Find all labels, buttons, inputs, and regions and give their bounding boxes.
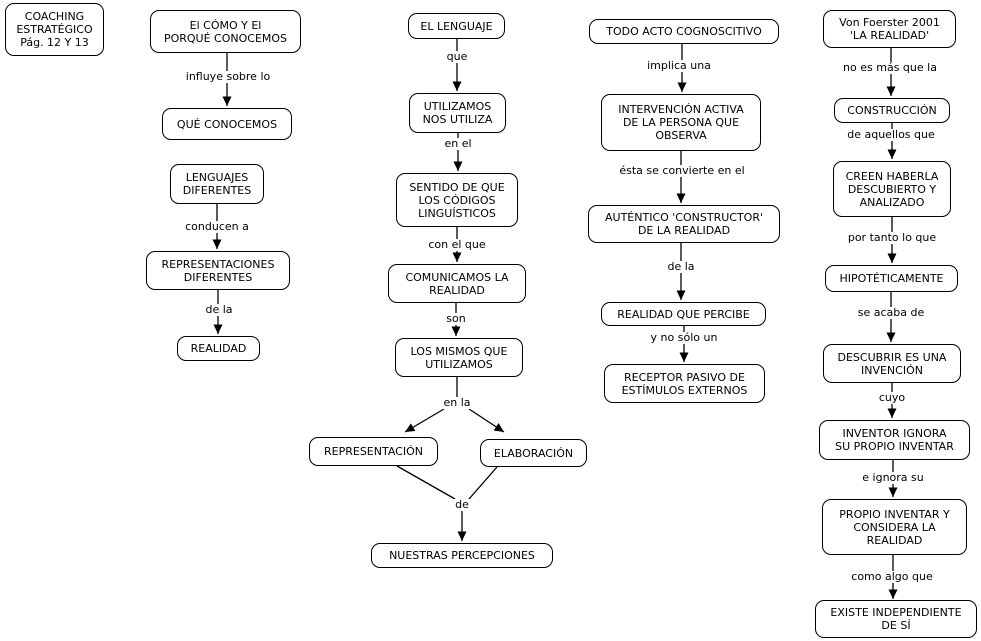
edge-label-influye-sobre-lo[interactable]: influye sobre lo <box>182 71 274 83</box>
node-nuestras-percepciones[interactable]: NUESTRAS PERCEPCIONES <box>371 543 553 568</box>
node-elaboracion[interactable]: ELABORACIÓN <box>480 439 587 467</box>
edge-label-que[interactable]: que <box>443 51 471 63</box>
node-coaching-estrategico[interactable]: COACHING ESTRATÉGICO Pág. 12 Y 13 <box>5 3 104 56</box>
edge-label-en-el[interactable]: en el <box>441 138 475 150</box>
node-representacion[interactable]: REPRESENTACIÓN <box>309 437 438 466</box>
node-sentido-codigos-linguisticos[interactable]: SENTIDO DE QUE LOS CÓDIGOS LINGUÍSTICOS <box>396 173 518 227</box>
edge-label-de[interactable]: de <box>452 499 472 511</box>
node-creen-haberla[interactable]: CREEN HABERLA DESCUBIERTO Y ANALIZADO <box>833 161 951 217</box>
edge-de-left-stub <box>396 465 456 500</box>
node-los-mismos-que-utilizamos[interactable]: LOS MISMOS QUE UTILIZAMOS <box>395 338 523 377</box>
node-utilizamos-nos-utiliza[interactable]: UTILIZAMOS NOS UTILIZA <box>409 93 506 133</box>
node-propio-inventar[interactable]: PROPIO INVENTAR Y CONSIDERA LA REALIDAD <box>822 499 967 555</box>
edge-label-son[interactable]: son <box>443 313 469 325</box>
node-el-como-y-el-porque[interactable]: El CÓMO Y El PORQUÉ CONOCEMOS <box>150 10 301 53</box>
edge-label-se-acaba-de[interactable]: se acaba de <box>854 307 928 319</box>
edge-label-e-ignora-su[interactable]: e ignora su <box>859 472 927 484</box>
edge-label-de-la-1[interactable]: de la <box>202 304 236 316</box>
node-lenguajes-diferentes[interactable]: LENGUAJES DIFERENTES <box>170 164 264 204</box>
node-receptor-pasivo[interactable]: RECEPTOR PASIVO DE ESTÍMULOS EXTERNOS <box>604 364 765 403</box>
edge-label-con-el-que[interactable]: con el que <box>425 239 489 251</box>
node-von-foerster[interactable]: Von Foerster 2001 'LA REALIDAD' <box>823 10 956 48</box>
node-existe-independiente[interactable]: EXISTE INDEPENDIENTE DE SÍ <box>815 600 977 638</box>
node-realidad[interactable]: REALIDAD <box>177 336 260 361</box>
edge-label-como-algo-que[interactable]: como algo que <box>848 571 936 583</box>
node-inventor-ignora[interactable]: INVENTOR IGNORA SU PROPIO INVENTAR <box>819 420 970 460</box>
edge-label-conducen-a[interactable]: conducen a <box>182 221 252 233</box>
edge-label-de-la-2[interactable]: de la <box>664 261 698 273</box>
node-intervencion-activa[interactable]: INTERVENCIÓN ACTIVA DE LA PERSONA QUE OB… <box>601 94 761 151</box>
edge-label-esta-se-convierte[interactable]: ésta se convierte en el <box>616 165 748 177</box>
edge-label-cuyo[interactable]: cuyo <box>875 392 909 404</box>
edge-label-y-no-solo-un[interactable]: y no sólo un <box>647 332 721 344</box>
node-autentico-constructor[interactable]: AUTÉNTICO 'CONSTRUCTOR' DE LA REALIDAD <box>588 205 780 243</box>
node-construccion[interactable]: CONSTRUCCIÓN <box>834 98 950 123</box>
edge-label-implica-una[interactable]: implica una <box>644 60 714 72</box>
node-representaciones-diferentes[interactable]: REPRESENTACIONES DIFERENTES <box>146 251 290 290</box>
edge-label-de-aquellos-que[interactable]: de aquellos que <box>844 129 938 141</box>
edge-enla-right <box>468 408 505 433</box>
node-que-conocemos[interactable]: QUÉ CONOCEMOS <box>162 108 292 140</box>
node-el-lenguaje[interactable]: EL LENGUAJE <box>408 13 505 39</box>
edge-enla-left <box>404 408 445 433</box>
node-descubrir-invencion[interactable]: DESCUBRIR ES UNA INVENCIÓN <box>823 344 961 383</box>
edge-label-en-la[interactable]: en la <box>440 397 474 409</box>
edge-label-por-tanto-lo-que[interactable]: por tanto lo que <box>844 232 940 244</box>
node-hipoteticamente[interactable]: HIPOTÉTICAMENTE <box>825 265 958 292</box>
node-realidad-que-percibe[interactable]: REALIDAD QUE PERCIBE <box>601 302 766 326</box>
node-todo-acto-cognoscitivo[interactable]: TODO ACTO COGNOSCITIVO <box>589 19 779 44</box>
edge-label-no-es-mas-que-la[interactable]: no es más que la <box>840 62 940 74</box>
node-comunicamos-la-realidad[interactable]: COMUNICAMOS LA REALIDAD <box>388 264 526 303</box>
edge-de-right-stub <box>468 466 498 500</box>
